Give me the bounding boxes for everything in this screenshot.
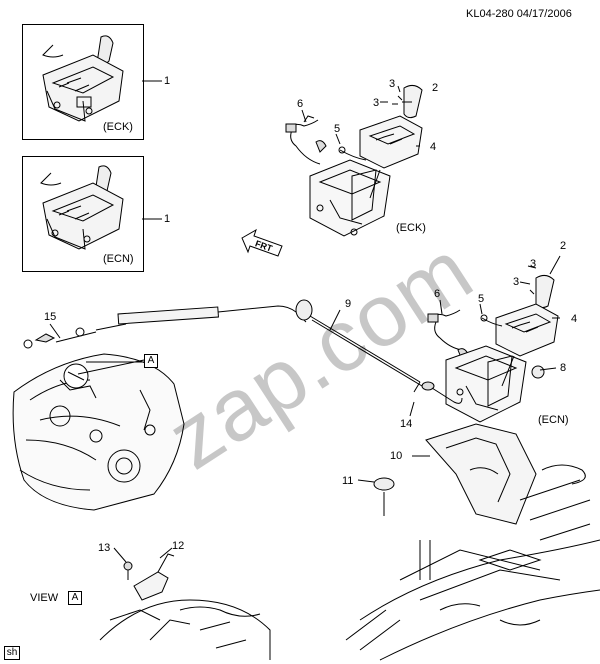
diagram-code-date: KL04-280 04/17/2006 xyxy=(466,8,572,20)
view-a-ref-box: A xyxy=(68,591,82,605)
callout-9: 9 xyxy=(345,298,352,310)
inset-eck: (ECK) xyxy=(22,24,144,140)
eck-callout-5: 5 xyxy=(334,123,341,135)
eck-callout-4: 4 xyxy=(430,141,437,153)
shifter-eck-illustration xyxy=(42,35,124,122)
view-a-callout-12: 12 xyxy=(172,540,185,552)
ecn-group-label: (ECN) xyxy=(538,414,569,426)
eck-shifter-assembly xyxy=(285,84,423,237)
eck-callout-3b: 3 xyxy=(373,97,380,109)
eck-callout-6: 6 xyxy=(297,98,304,110)
inset-eck-leader xyxy=(142,80,162,82)
view-a-label: VIEW xyxy=(30,592,59,604)
inset-ecn-label: (ECN) xyxy=(103,253,134,265)
callout-10: 10 xyxy=(390,450,403,462)
ecn-callout-3a: 3 xyxy=(530,258,537,270)
callout-1-ecn: 1 xyxy=(164,213,171,225)
callout-11: 11 xyxy=(342,475,354,487)
ecn-shifter-assembly xyxy=(427,274,559,423)
ecn-callout-4: 4 xyxy=(571,313,578,325)
shift-cable xyxy=(23,299,463,404)
shifter-ecn-illustration xyxy=(40,165,124,250)
view-a-marker: A xyxy=(144,354,158,368)
eck-group-label: (ECK) xyxy=(396,222,426,234)
callout-15: 15 xyxy=(44,311,57,323)
view-a-detail xyxy=(99,553,271,660)
ecn-callout-2: 2 xyxy=(560,240,567,252)
ecn-callout-6: 6 xyxy=(434,288,441,300)
inset-ecn: (ECN) xyxy=(22,156,144,272)
view-a-callout-13: 13 xyxy=(98,542,111,554)
ecn-callout-5: 5 xyxy=(478,293,485,305)
callout-1-eck: 1 xyxy=(164,75,171,87)
frt-arrow xyxy=(241,228,283,257)
ecn-callout-8: 8 xyxy=(560,362,567,374)
ecn-callout-3b: 3 xyxy=(513,276,520,288)
eck-callout-3a: 3 xyxy=(389,78,396,90)
corner-tag: sh xyxy=(4,646,20,660)
console-bracket-and-floor xyxy=(345,423,600,661)
inset-eck-label: (ECK) xyxy=(103,121,133,133)
inset-ecn-leader xyxy=(142,218,162,220)
leader-lines xyxy=(49,85,561,563)
eck-callout-2: 2 xyxy=(432,82,439,94)
callout-14: 14 xyxy=(400,418,413,430)
transaxle xyxy=(12,353,185,511)
